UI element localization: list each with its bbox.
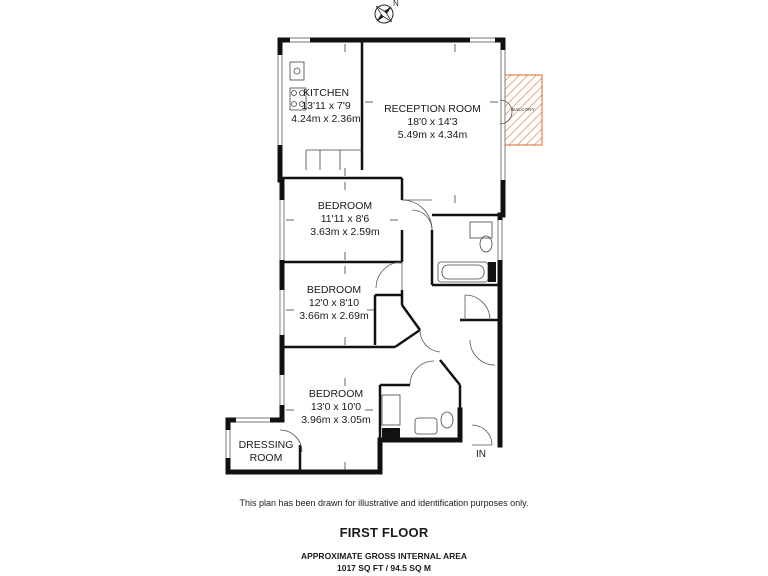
kitchen-name: KITCHEN	[302, 87, 350, 99]
interior-walls	[282, 42, 500, 472]
kitchen-fixtures	[289, 61, 362, 170]
bedroom1-metric: 3.63m x 2.59m	[310, 226, 380, 238]
reception-name: RECEPTION ROOM	[384, 103, 481, 115]
bedroom1-imperial: 11'11 x 8'6	[320, 213, 370, 225]
floor-plan-drawing	[225, 4, 543, 475]
bedroom1-label: BEDROOM 11'11 x 8'6 3.63m x 2.59m	[300, 200, 390, 239]
reception-metric: 5.49m x 4.34m	[397, 129, 468, 141]
bedroom3-name: BEDROOM	[308, 388, 364, 400]
disclaimer: This plan has been drawn for illustrativ…	[239, 498, 529, 508]
bedroom2-name: BEDROOM	[306, 284, 362, 296]
bathroom-fixtures	[381, 221, 493, 435]
dressing-room-label: DRESSING ROOM	[234, 439, 298, 465]
compass-icon	[374, 4, 394, 24]
bedroom2-label: BEDROOM 12'0 x 8'10 3.66m x 2.69m	[295, 284, 373, 323]
bedroom2-metric: 3.66m x 2.69m	[299, 310, 369, 322]
bedroom3-imperial: 13'0 x 10'0	[310, 401, 362, 413]
balcony-area	[504, 74, 543, 146]
kitchen-metric: 4.24m x 2.36m	[291, 113, 361, 125]
reception-imperial: 18'0 x 14'3	[407, 116, 458, 128]
dressing-line2: ROOM	[249, 452, 283, 464]
windows	[226, 38, 505, 458]
bedroom1-name: BEDROOM	[317, 200, 373, 212]
dimension-ticks	[286, 44, 498, 470]
compass-north-label: N	[393, 0, 399, 8]
bedroom3-metric: 3.96m x 3.05m	[301, 414, 371, 426]
heaters	[382, 262, 496, 438]
area-value: 1017 SQ FT / 94.5 SQ M	[336, 563, 431, 573]
kitchen-label: KITCHEN 13'11 x 7'9 4.24m x 2.36m	[288, 87, 364, 126]
bedroom2-imperial: 12'0 x 8'10	[308, 297, 360, 309]
entrance-label: IN	[476, 449, 486, 460]
dressing-line1: DRESSING	[238, 439, 294, 451]
kitchen-imperial: 13'11 x 7'9	[301, 100, 351, 112]
floor-title: FIRST FLOOR	[339, 525, 429, 540]
door-swings	[279, 99, 513, 453]
balcony-label: BALCONY	[512, 107, 535, 112]
bedroom3-label: BEDROOM 13'0 x 10'0 3.96m x 3.05m	[295, 388, 377, 427]
area-heading: APPROXIMATE GROSS INTERNAL AREA	[300, 551, 468, 561]
reception-label: RECEPTION ROOM 18'0 x 14'3 5.49m x 4.34m	[375, 103, 490, 142]
